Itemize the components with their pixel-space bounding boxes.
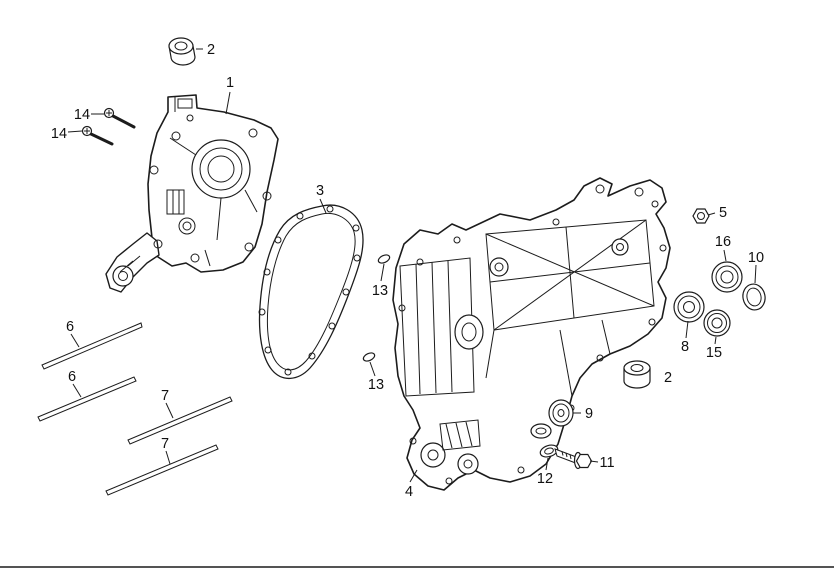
callout-14b: 14 [51,126,67,142]
bearing-part-16 [711,261,743,293]
leader-13a [380,263,385,282]
stud-part-6-lower [37,376,137,422]
callout-7a: 7 [161,388,169,404]
crankcase-left-part-1 [105,94,279,293]
callout-13a: 13 [372,283,388,299]
callout-12: 12 [537,471,553,487]
gasket-part-3 [258,204,364,380]
callout-1: 1 [226,75,234,91]
callout-15: 15 [706,345,722,361]
leader-6a [70,333,80,348]
callout-13b: 13 [368,377,384,393]
leader-6b [72,383,82,398]
crankcase-right-part-4 [392,177,671,491]
callout-4: 4 [405,484,413,500]
leader-11 [589,460,599,463]
flange-bolt-part-11 [554,448,593,470]
callout-6a: 6 [66,319,74,335]
leader-16 [723,249,727,262]
stud-part-6-upper [41,322,143,370]
leader-7b [165,450,171,465]
callout-2b: 2 [664,370,672,386]
leader-13b [369,361,376,377]
bearing-part-8 [673,291,705,323]
leader-5 [707,212,716,216]
washer-part-12 [539,444,559,458]
leader-8 [685,320,689,339]
leader-lines [67,48,757,483]
callout-8: 8 [681,339,689,355]
screw-part-14-lower [81,125,114,146]
bushing-part-2-right [623,360,651,389]
stud-part-7-upper [127,396,233,445]
callout-5: 5 [719,205,727,221]
leader-4 [409,469,418,483]
callout-3: 3 [316,183,324,199]
callout-10: 10 [748,250,764,266]
grommet-part-9 [548,399,574,427]
nut-part-5 [692,208,710,224]
screw-part-14-upper [103,107,136,129]
callout-6b: 6 [68,369,76,385]
callout-9: 9 [585,406,593,422]
callout-16: 16 [715,234,731,250]
callout-2a: 2 [207,42,215,58]
dowel-pin-part-13-lower [362,352,376,362]
leader-15 [714,336,717,345]
bushing-part-2-left [168,37,196,66]
leader-7a [165,402,174,419]
leader-12 [545,457,549,471]
bearing-part-15 [703,309,731,337]
callout-7b: 7 [161,436,169,452]
leader-3 [319,198,327,214]
leader-14b [67,130,83,133]
leader-10 [754,264,757,284]
dowel-pin-part-13-upper [377,254,391,264]
callout-14a: 14 [74,107,90,123]
oil-seal-part-10 [742,283,766,311]
stud-part-7-lower [105,444,219,496]
callout-labels: 1 2 2 3 4 5 6 6 7 7 8 9 10 11 12 13 13 1… [51,42,764,500]
leader-1 [225,91,231,115]
callout-11: 11 [599,455,614,471]
